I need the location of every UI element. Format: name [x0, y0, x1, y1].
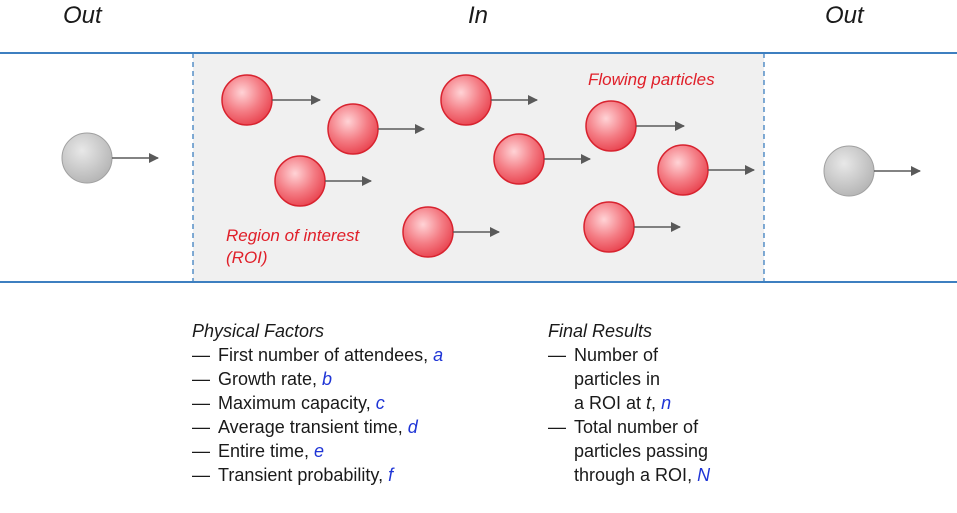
factor-item: —Transient probability, f [192, 465, 394, 485]
roi-label: Region of interest (ROI) [226, 225, 359, 269]
final-results-list: Final Results —Number of particles in a … [548, 319, 710, 487]
particle-in-5 [493, 133, 591, 185]
physical-factors-list: Physical Factors —First number of attend… [192, 319, 443, 487]
variable-e: e [314, 441, 325, 461]
particle-in-7 [585, 100, 685, 152]
particle-in-9 [583, 201, 681, 253]
roi-label-line2: (ROI) [226, 248, 268, 267]
result-item-1-line3: a ROI at t, n [574, 393, 672, 413]
variable-n: n [661, 393, 672, 413]
factor-item: —Entire time, e [192, 441, 325, 461]
particle-in-3 [274, 155, 372, 207]
particle-in-2 [327, 103, 425, 155]
particle-out-left [61, 132, 159, 184]
factor-item: —First number of attendees, a [192, 345, 444, 365]
physical-factors-heading: Physical Factors [192, 321, 325, 341]
variable-t: t [646, 393, 652, 413]
result-item-2-line2: particles passing [574, 441, 709, 461]
result-item-2-line1: —Total number of [548, 417, 699, 437]
particle-in-4 [440, 74, 538, 126]
factor-item: —Maximum capacity, c [192, 393, 385, 413]
particle-in-6 [402, 206, 500, 258]
zone-label-out-right: Out [825, 2, 864, 29]
variable-c: c [375, 393, 385, 413]
variable-d: d [407, 417, 418, 437]
factor-item: —Average transient time, d [192, 417, 418, 437]
final-results-heading: Final Results [548, 321, 653, 341]
variable-N: N [697, 465, 711, 485]
particle-in-8 [657, 144, 755, 196]
result-item-1-line2: particles in [574, 369, 661, 389]
variable-a: a [433, 345, 444, 365]
roi-label-line1: Region of interest [226, 226, 360, 245]
flowing-particles-label: Flowing particles [588, 70, 715, 89]
particle-out-right [823, 145, 921, 197]
zone-label-in: In [468, 2, 489, 29]
variable-f: f [388, 465, 394, 485]
result-item-1-line1: —Number of [548, 345, 659, 365]
result-item-2-line3: through a ROI, N [574, 465, 711, 485]
factor-item: —Growth rate, b [192, 369, 333, 389]
zone-label-out-left: Out [63, 2, 102, 29]
variable-b: b [322, 369, 333, 389]
particle-in-1 [221, 74, 321, 126]
